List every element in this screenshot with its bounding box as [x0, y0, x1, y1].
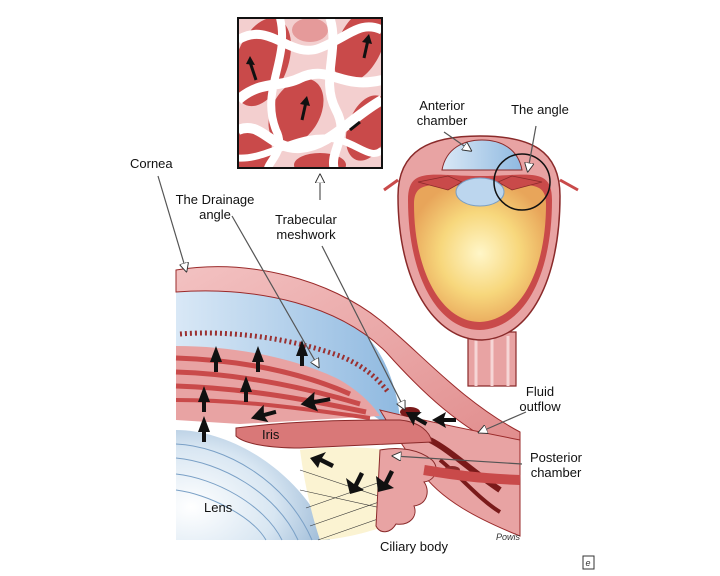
label-fluid-outflow-line1: Fluid	[526, 384, 554, 399]
the-angle-pointer	[528, 125, 537, 170]
label-anterior-chamber-line2: chamber	[417, 113, 468, 128]
trabecular-pointer	[321, 245, 404, 408]
label-trabecular-line1: Trabecular	[275, 212, 337, 227]
iris-body	[235, 419, 433, 449]
cornea-pointer	[157, 175, 186, 270]
label-drainage-angle-line1: The Drainage	[176, 192, 255, 207]
corner-mark-glyph: e	[586, 558, 591, 568]
label-trabecular-line2: meshwork	[276, 227, 336, 242]
whole-eye-view	[383, 135, 579, 387]
label-lens: Lens	[204, 500, 233, 515]
anterior-chamber-pointer	[443, 131, 470, 150]
lens	[176, 430, 330, 540]
artist-signature: Powis	[496, 532, 521, 542]
lens-small	[455, 177, 505, 207]
label-ciliary-body: Ciliary body	[380, 539, 448, 554]
vitreous	[414, 184, 546, 322]
posterior-chamber-pointer	[394, 456, 523, 465]
label-anterior-chamber-line1: Anterior	[419, 98, 465, 113]
label-iris: Iris	[262, 427, 280, 442]
callout-lines	[157, 125, 537, 465]
label-the-angle: The angle	[511, 102, 569, 117]
trabecular-inset	[237, 17, 383, 169]
flow-arrows	[198, 340, 456, 494]
label-posterior-chamber-line2: chamber	[531, 465, 582, 480]
label-posterior-chamber-line1: Posterior	[530, 450, 583, 465]
label-cornea: Cornea	[130, 156, 173, 171]
cross-section	[175, 266, 521, 541]
label-drainage-angle-line2: angle	[199, 207, 231, 222]
label-fluid-outflow-line2: outflow	[519, 399, 561, 414]
labels: Cornea The Drainage angle Trabecular mes…	[130, 98, 583, 554]
corner-mark: e	[582, 555, 595, 570]
drainage-angle-pointer	[231, 215, 318, 366]
angle-highlight-circle	[493, 153, 551, 211]
fluid-outflow-pointer	[480, 411, 527, 432]
